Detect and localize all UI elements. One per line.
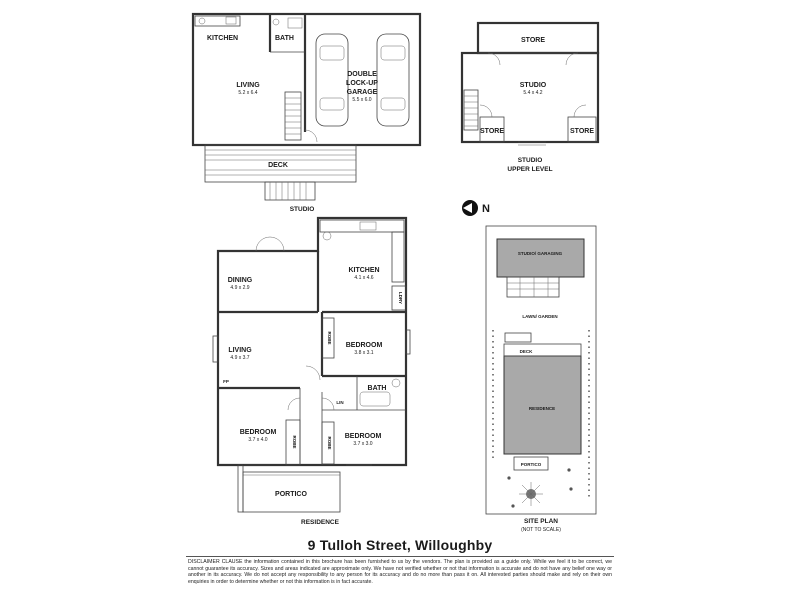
site-residence-label: RESIDENCE — [529, 406, 555, 411]
res-kitchen-label: KITCHEN — [348, 267, 379, 274]
site-tree-icon — [519, 482, 543, 506]
north-compass: N — [462, 200, 490, 216]
upper-studio-dim: 5.4 x 4.2 — [523, 90, 542, 96]
upper-store-right-label: STORE — [570, 128, 594, 135]
res-bedroom1-label: BEDROOM — [346, 342, 383, 349]
res-laundry-label: LDRY — [398, 292, 403, 304]
upper-studio-label: STUDIO — [520, 82, 547, 89]
garage-car-left — [315, 33, 349, 127]
res-bedroom2-dim: 3.7 x 4.0 — [248, 437, 267, 443]
res-linen-label: LIN — [336, 400, 343, 405]
studio-caption: STUDIO — [290, 206, 315, 213]
upper-caption-line2: UPPER LEVEL — [507, 166, 552, 173]
res-robe3-label: ROBE — [327, 436, 332, 449]
res-living-label: LIVING — [228, 347, 252, 354]
res-bath-label: BATH — [368, 385, 387, 392]
site-caption-line1: SITE PLAN — [524, 518, 558, 525]
north-letter: N — [482, 203, 490, 215]
site-studio-garaging-label: STUDIO/ GARAGING — [518, 251, 563, 256]
studio-deck-label: DECK — [268, 162, 288, 169]
disclaimer-text: DISCLAIMER CLAUSE the information contai… — [188, 559, 612, 585]
site-caption-line2: (NOT TO SCALE) — [521, 527, 561, 533]
res-dining-label: DINING — [228, 277, 253, 284]
site-portico-label: PORTICO — [521, 462, 542, 467]
garage-dim: 5.5 x 6.0 — [352, 97, 371, 103]
studio-stairs — [284, 91, 302, 141]
upper-store-left-label: STORE — [480, 128, 504, 135]
res-fp-label: FP — [223, 379, 229, 384]
studio-living-dim: 5.2 x 6.4 — [238, 90, 257, 96]
garage-label-line2: LOCK-UP — [346, 80, 378, 87]
upper-caption-line1: STUDIO — [518, 157, 543, 164]
site-lawn-label: LAWN/ GARDEN — [522, 314, 557, 319]
footer-divider — [186, 556, 614, 557]
garage-label-line1: DOUBLE — [347, 71, 377, 78]
studio-upper-plan: STORE STUDIO 5.4 x 4.2 STORE STORE STUDI… — [460, 21, 600, 173]
res-robe2-label: ROBE — [292, 435, 297, 448]
property-address: 9 Tulloh Street, Willoughby — [307, 537, 493, 553]
studio-living-label: LIVING — [236, 82, 260, 89]
studio-bath-label: BATH — [275, 35, 294, 42]
north-arrow-icon — [463, 203, 472, 213]
residence-plan: DINING 4.9 x 2.9 KITCHEN 4.1 x 4.6 LDRY … — [212, 216, 411, 526]
upper-store-top-label: STORE — [521, 37, 545, 44]
garage-label-line3: GARAGE — [347, 89, 378, 96]
res-bedroom1-dim: 3.8 x 3.1 — [354, 350, 373, 356]
site-deck-label: DECK — [520, 349, 534, 354]
res-dining-dim: 4.9 x 2.9 — [230, 285, 249, 291]
studio-plan: KITCHEN BATH LIVING 5.2 x 6.4 DOUBLE LOC… — [191, 12, 422, 213]
studio-deck — [204, 144, 357, 201]
res-portico-label: PORTICO — [275, 491, 307, 498]
res-living-dim: 4.9 x 3.7 — [230, 355, 249, 361]
garage-car-right — [376, 33, 410, 127]
res-bedroom3-dim: 3.7 x 3.0 — [353, 441, 372, 447]
res-robe1-label: ROBE — [327, 331, 332, 344]
res-bedroom3-label: BEDROOM — [345, 433, 382, 440]
res-caption: RESIDENCE — [301, 519, 340, 526]
res-kitchen-dim: 4.1 x 4.6 — [354, 275, 373, 281]
site-plan: STUDIO/ GARAGING LAWN/ GARDEN DECK RESID… — [485, 225, 597, 533]
studio-kitchen-label: KITCHEN — [207, 35, 238, 42]
res-bedroom2-label: BEDROOM — [240, 429, 277, 436]
